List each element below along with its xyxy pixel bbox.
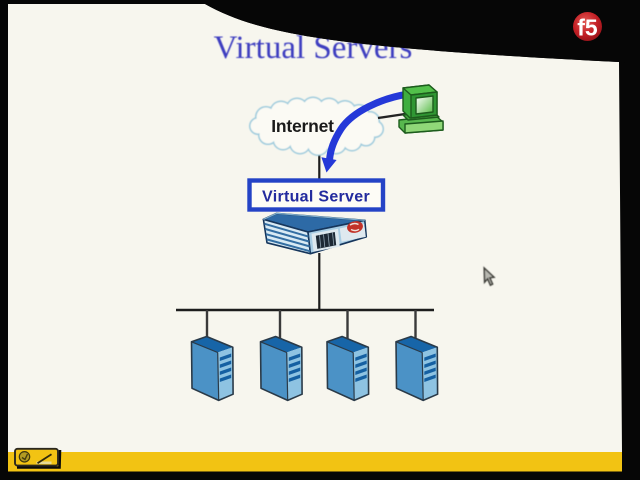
svg-text:Internet: Internet [271, 116, 334, 136]
svg-text:Virtual Server: Virtual Server [262, 189, 370, 206]
svg-text:f5: f5 [577, 15, 598, 41]
